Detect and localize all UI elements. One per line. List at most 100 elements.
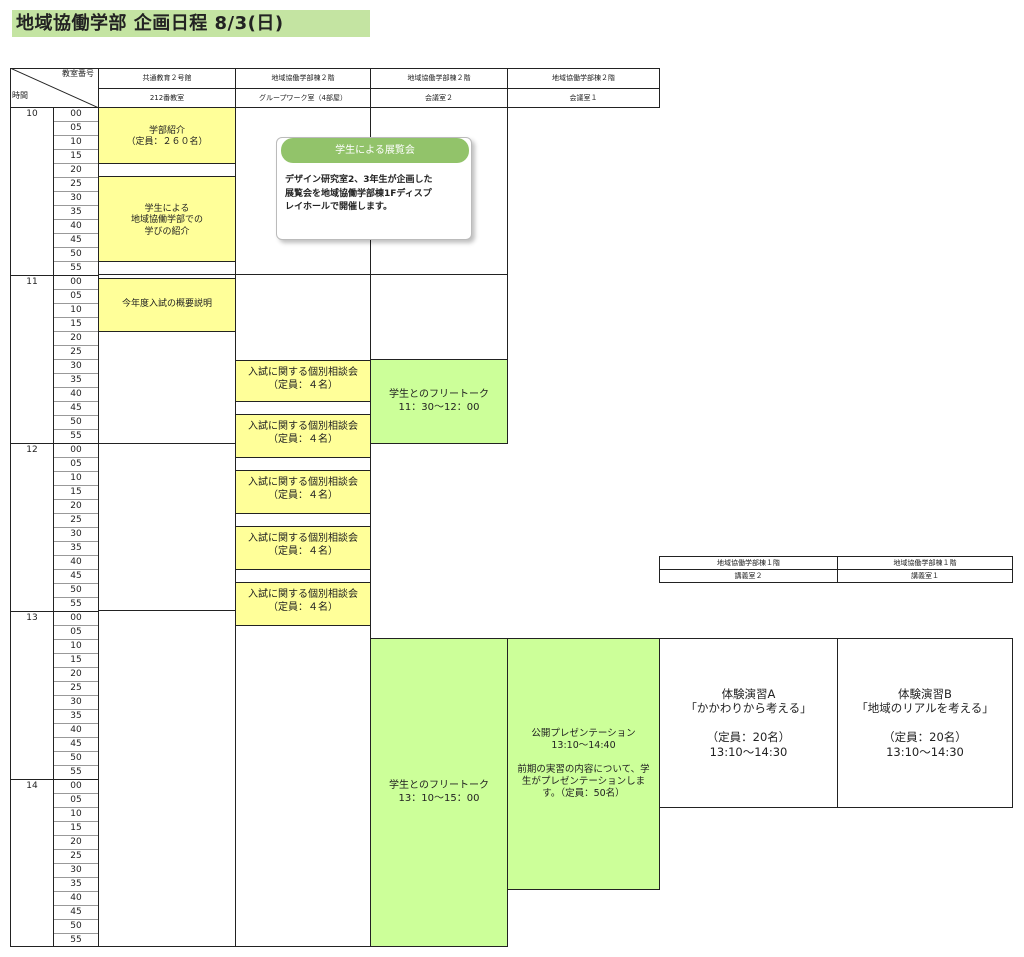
minute-label: 45 <box>70 235 82 245</box>
minute-line <box>53 233 99 234</box>
hour-label: 13 <box>26 613 38 623</box>
minute-label: 50 <box>70 249 82 259</box>
minute-line <box>53 639 99 640</box>
hour-label: 10 <box>26 109 38 119</box>
minute-label: 55 <box>70 599 82 609</box>
minute-line <box>53 499 99 500</box>
callout-title: 学生による展覧会 <box>281 138 469 163</box>
minute-line <box>53 891 99 892</box>
minute-line <box>53 387 99 388</box>
exhibition-callout: 学生による展覧会 デザイン研究室2、3年生が企画した 展覧会を地域協働学部棟1F… <box>276 137 472 240</box>
minute-label: 30 <box>70 193 82 203</box>
row-line <box>10 946 508 947</box>
minute-line <box>53 793 99 794</box>
minute-label: 45 <box>70 907 82 917</box>
minute-line <box>53 919 99 920</box>
minute-line <box>53 569 99 570</box>
room-building: 地域協働学部棟１階 <box>837 556 1013 570</box>
minute-label: 20 <box>70 165 82 175</box>
minute-line <box>53 177 99 178</box>
minute-label: 15 <box>70 487 82 497</box>
room-building: 共通教育２号館 <box>98 68 236 89</box>
minute-line <box>53 359 99 360</box>
minute-label: 55 <box>70 263 82 273</box>
minute-line <box>53 149 99 150</box>
minute-line <box>53 877 99 878</box>
minute-label: 30 <box>70 865 82 875</box>
minute-label: 35 <box>70 375 82 385</box>
minute-label: 15 <box>70 655 82 665</box>
minute-line <box>53 933 99 934</box>
hour-line <box>10 779 99 780</box>
minute-label: 55 <box>70 935 82 945</box>
room-name: 会議室２ <box>370 88 508 108</box>
minute-label: 45 <box>70 403 82 413</box>
minute-label: 30 <box>70 697 82 707</box>
minute-label: 10 <box>70 473 82 483</box>
room-name: 会議室１ <box>507 88 660 108</box>
minute-line <box>53 849 99 850</box>
minute-label: 25 <box>70 851 82 861</box>
minute-line <box>53 527 99 528</box>
minute-label: 30 <box>70 361 82 371</box>
event-free-talk: 学生とのフリートーク 11：30～12：00 <box>370 359 508 444</box>
hour-label: 14 <box>26 781 38 791</box>
block-line <box>98 443 235 444</box>
corner-label-room: 教室番号 <box>62 69 94 78</box>
minute-label: 15 <box>70 319 82 329</box>
minute-label: 35 <box>70 879 82 889</box>
minute-line <box>53 751 99 752</box>
minute-line <box>53 471 99 472</box>
minute-label: 05 <box>70 123 82 133</box>
minute-label: 10 <box>70 137 82 147</box>
minute-line <box>53 345 99 346</box>
minute-label: 00 <box>70 109 82 119</box>
col-line <box>10 107 11 947</box>
minute-line <box>53 555 99 556</box>
minute-line <box>53 709 99 710</box>
minute-label: 50 <box>70 417 82 427</box>
hour-line <box>10 275 99 276</box>
minute-line <box>53 667 99 668</box>
minute-label: 05 <box>70 291 82 301</box>
page-title: 地域協働学部 企画日程 8/3(日) <box>12 10 370 37</box>
event-kobetsu: 入試に関する個別相談会 （定員：４名） <box>235 414 371 458</box>
event-taiken-b: 体験演習B 「地域のリアルを考える」 （定員：20名） 13:10～14:30 <box>837 638 1013 808</box>
minute-line <box>53 681 99 682</box>
minute-line <box>53 821 99 822</box>
event-presentation: 公開プレゼンテーション 13:10～14:40 前期の実習の内容について、学 生… <box>507 638 660 890</box>
hour-label: 11 <box>26 277 38 287</box>
minute-label: 10 <box>70 305 82 315</box>
minute-label: 20 <box>70 501 82 511</box>
minute-line <box>53 807 99 808</box>
minute-label: 10 <box>70 641 82 651</box>
minute-line <box>53 737 99 738</box>
minute-label: 20 <box>70 333 82 343</box>
room-building: 地域協働学部棟２階 <box>370 68 508 89</box>
minute-label: 35 <box>70 543 82 553</box>
minute-label: 05 <box>70 627 82 637</box>
minute-label: 40 <box>70 389 82 399</box>
minute-line <box>53 163 99 164</box>
minute-line <box>53 765 99 766</box>
minute-label: 50 <box>70 585 82 595</box>
col-line <box>98 107 99 947</box>
minute-line <box>53 723 99 724</box>
minute-label: 00 <box>70 445 82 455</box>
minute-label: 10 <box>70 809 82 819</box>
minute-label: 45 <box>70 739 82 749</box>
minute-label: 25 <box>70 683 82 693</box>
minute-line <box>53 695 99 696</box>
hour-line <box>10 107 99 108</box>
minute-label: 40 <box>70 725 82 735</box>
event-taiken-a: 体験演習A 「かかわりから考える」 （定員：20名） 13:10～14:30 <box>659 638 838 808</box>
minute-line <box>53 191 99 192</box>
callout-body: デザイン研究室2、3年生が企画した 展覧会を地域協働学部棟1Fディスプ レイホー… <box>285 175 433 212</box>
minute-line <box>53 415 99 416</box>
minute-label: 35 <box>70 207 82 217</box>
event-nyushi-gaiyo: 今年度入試の概要説明 <box>98 278 236 332</box>
minute-line <box>53 597 99 598</box>
minute-label: 45 <box>70 571 82 581</box>
minute-line <box>53 135 99 136</box>
minute-label: 50 <box>70 753 82 763</box>
